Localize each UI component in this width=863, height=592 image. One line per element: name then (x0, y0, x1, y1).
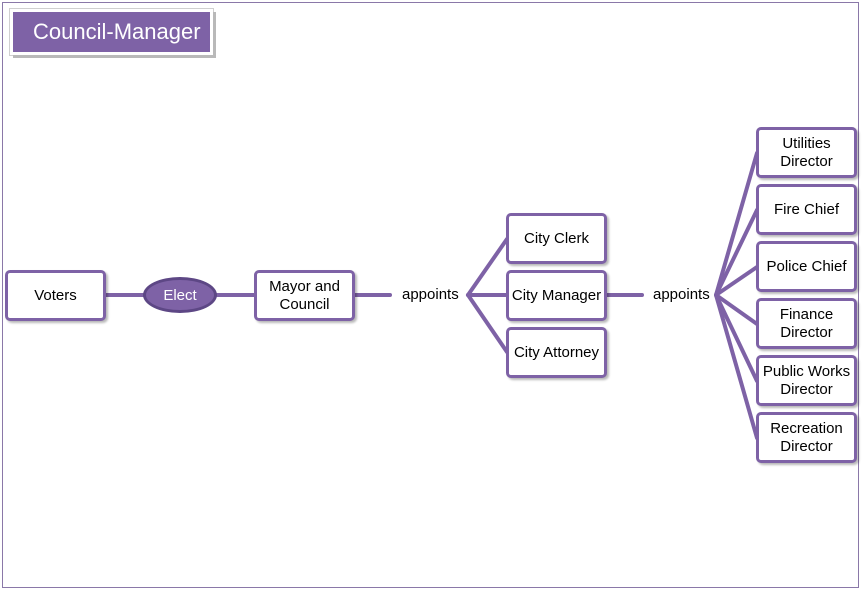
edge-appoints-attorney (466, 293, 509, 354)
city-manager-node: City Manager (506, 270, 607, 321)
elect-node: Elect (143, 277, 217, 313)
voters-node: Voters (5, 270, 106, 321)
utilities-director-node: Utilities Director (756, 127, 857, 178)
fire-chief-node: Fire Chief (756, 184, 857, 235)
mayor-council-node: Mayor and Council (254, 270, 355, 321)
edge-appoints-utilities (714, 151, 759, 297)
edge-appoints-finance (714, 293, 759, 326)
edge-appoints-fire (714, 208, 759, 297)
edge-appoints-recreation (714, 293, 759, 440)
diagram-title: Council-Manager (10, 9, 213, 55)
city-clerk-node: City Clerk (506, 213, 607, 264)
appoints-label-1: appoints (398, 286, 463, 304)
city-attorney-node: City Attorney (506, 327, 607, 378)
edge-appoints-publicworks (714, 293, 759, 383)
police-chief-node: Police Chief (756, 241, 857, 292)
finance-director-node: Finance Director (756, 298, 857, 349)
edge-appoints-clerk (466, 237, 509, 297)
recreation-director-node: Recreation Director (756, 412, 857, 463)
public-works-director-node: Public Works Director (756, 355, 857, 406)
appoints-label-2: appoints (649, 286, 714, 304)
edge-appoints-police (714, 265, 759, 297)
